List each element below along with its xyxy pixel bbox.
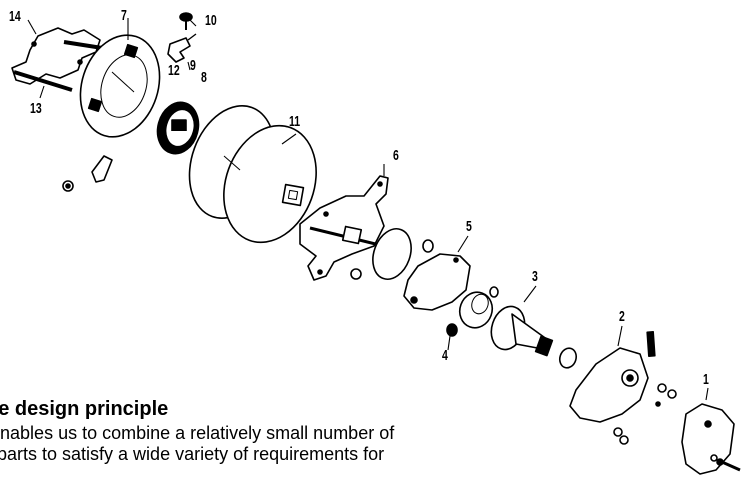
- callout-8: 8: [201, 69, 207, 86]
- body-text-line-1: at enables us to combine a relatively sm…: [0, 423, 395, 443]
- callout-13: 13: [30, 100, 42, 117]
- section-heading: he design principle: [0, 398, 169, 420]
- callout-5: 5: [466, 218, 472, 235]
- part-5-cover-plate: [403, 253, 471, 311]
- leader-lines: [27, 18, 709, 401]
- part-4-rotor: [446, 286, 499, 337]
- loose-nut-and-bracket: [62, 155, 113, 192]
- callout-1: 1: [703, 371, 709, 388]
- callout-9: 9: [190, 57, 196, 74]
- part-2-gear-housing: [569, 331, 656, 445]
- part-7-cam-plate: [79, 34, 161, 138]
- callout-14: 14: [9, 8, 21, 25]
- washers-right: [655, 383, 677, 407]
- callout-12: 12: [168, 62, 180, 79]
- callout-6: 6: [393, 147, 399, 164]
- callout-10: 10: [205, 12, 217, 29]
- part-10-screw: [179, 12, 193, 30]
- part-11-cam-wheel: [188, 105, 317, 244]
- part-3-shaft-gear: [490, 305, 578, 369]
- body-text-line-2: sic parts to satisfy a wide variety of r…: [0, 444, 385, 464]
- part-6-motor-frame: [299, 175, 412, 281]
- spacer-5a: [422, 239, 434, 253]
- part-8-switch-disc: [156, 101, 200, 155]
- callout-3: 3: [532, 268, 538, 285]
- callout-7: 7: [121, 7, 127, 24]
- callout-11: 11: [289, 113, 301, 130]
- callout-2: 2: [619, 308, 625, 325]
- callout-4: 4: [442, 347, 448, 364]
- screw-right: [716, 458, 741, 472]
- part-12-clip: [167, 33, 197, 63]
